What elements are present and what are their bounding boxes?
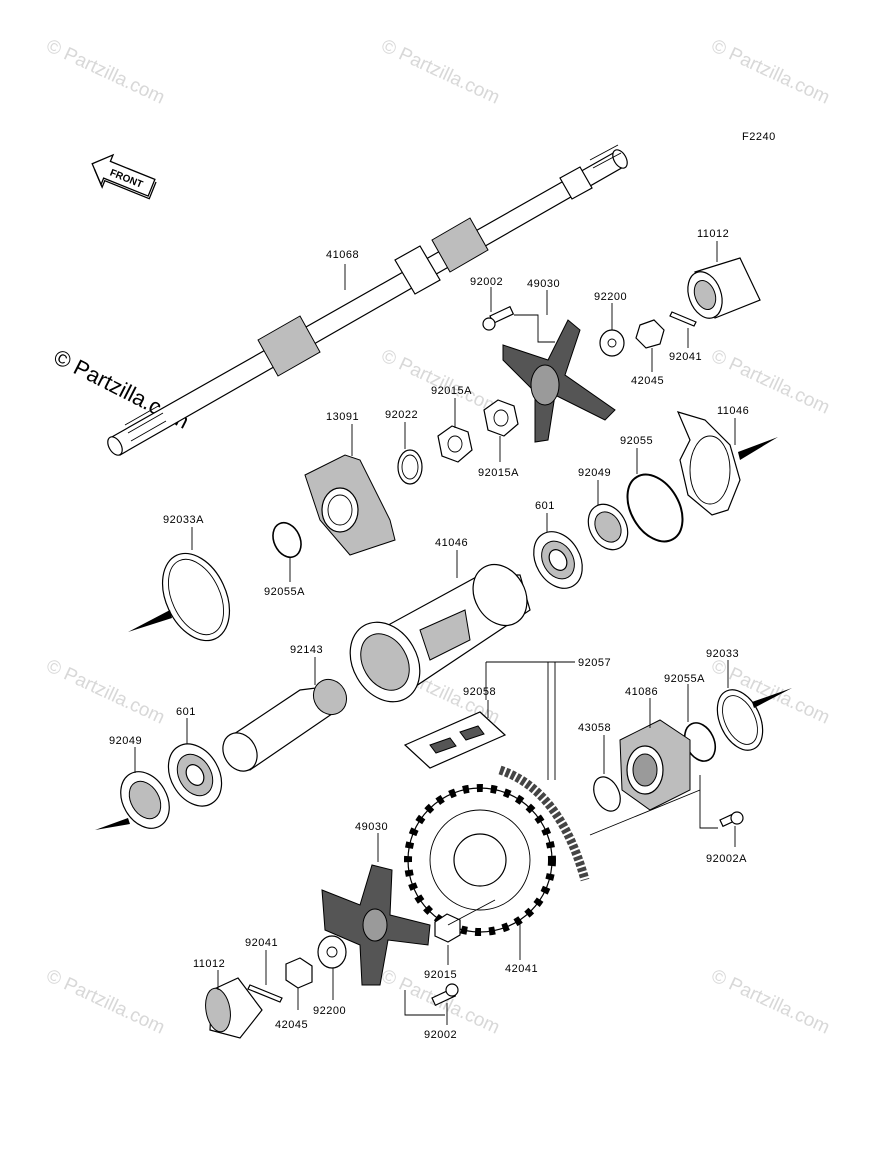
nut-92015: [434, 913, 461, 943]
axle-housing-41046: [349, 563, 531, 703]
part-label-92200-bottom: 92200: [313, 1005, 346, 1017]
part-label-92015A-b: 92015A: [478, 467, 519, 479]
part-label-92058: 92058: [463, 686, 496, 698]
part-label-92143: 92143: [290, 644, 323, 656]
watermark: © Partzilla.com: [378, 345, 503, 418]
part-label-92015: 92015: [424, 969, 457, 981]
washer-bottom: [317, 935, 347, 969]
part-label-92200-top: 92200: [594, 291, 627, 303]
watermark: © Partzilla.com: [43, 655, 168, 728]
sprocket-hub-bottom: [321, 864, 431, 986]
bolt-92002A: [719, 811, 744, 828]
part-label-41046: 41046: [435, 537, 468, 549]
part-label-92049-bottom: 92049: [109, 735, 142, 747]
part-label-92055A-right: 92055A: [664, 673, 705, 685]
part-label-42045-bottom: 42045: [275, 1019, 308, 1031]
part-label-92015A-a: 92015A: [431, 385, 472, 397]
part-label-11046: 11046: [717, 405, 749, 417]
sprocket-hub-top: [502, 319, 616, 443]
part-label-92055A-left: 92055A: [264, 586, 305, 598]
circlip-92033: [716, 688, 792, 751]
bearing-top: [533, 531, 583, 589]
cotter-pin-top: [669, 311, 697, 327]
o-ring-92055A-left: [272, 521, 302, 559]
watermark: © Partzilla.com: [708, 35, 833, 108]
oil-seal-bottom: [95, 771, 170, 830]
part-label-49030-bottom: 49030: [355, 821, 388, 833]
part-label-92002-top: 92002: [470, 276, 503, 288]
cotter-pin-bottom: [247, 984, 283, 1003]
part-label-49030-top: 49030: [527, 278, 560, 290]
part-label-601-bottom: 601: [176, 706, 196, 718]
oil-seal-top: [587, 503, 629, 551]
part-label-42041: 42041: [505, 963, 538, 975]
part-label-92057: 92057: [578, 657, 611, 669]
bolt-bottom: [431, 983, 459, 1007]
part-label-92033: 92033: [706, 648, 739, 660]
sprocket-hub-41086: [619, 719, 691, 811]
part-label-42045-top: 42045: [631, 375, 664, 387]
figure-code: F2240: [742, 131, 776, 143]
o-ring-92055: [626, 473, 684, 543]
drive-chain: [498, 765, 590, 882]
part-label-92041-top: 92041: [669, 351, 702, 363]
part-label-92022: 92022: [385, 409, 418, 421]
watermark: © Partzilla.com: [43, 35, 168, 108]
part-label-13091: 13091: [326, 411, 359, 423]
part-label-92049-top: 92049: [578, 467, 611, 479]
watermark: © Partzilla.com: [378, 35, 503, 108]
washer-top: [599, 329, 625, 357]
circlip-92033A: [128, 552, 231, 642]
sprocket-42041: [404, 784, 556, 936]
part-label-11012-top: 11012: [697, 228, 729, 240]
guard-11046: [676, 411, 778, 516]
castle-nut-bottom: [285, 957, 313, 989]
lock-nut-a: [437, 425, 473, 463]
part-label-92002A: 92002A: [706, 853, 747, 865]
collar-92143: [222, 678, 348, 772]
castle-nut-top: [635, 319, 665, 349]
axle-shaft: [107, 144, 628, 456]
part-label-92055: 92055: [620, 435, 653, 447]
hub-cap-bottom: [205, 977, 263, 1039]
ring-43058: [593, 776, 621, 812]
flange-13091: [304, 454, 396, 556]
chain-joint-92058: [403, 711, 507, 769]
hub-cap-top: [687, 257, 761, 319]
part-label-92041-bottom: 92041: [245, 937, 278, 949]
part-label-41086: 41086: [625, 686, 658, 698]
front-arrow-icon: FRONT: [91, 153, 157, 200]
watermark: © Partzilla.com: [43, 965, 168, 1038]
part-label-92002-bottom: 92002: [424, 1029, 457, 1041]
part-label-601-top: 601: [535, 500, 555, 512]
part-label-92033A: 92033A: [163, 514, 204, 526]
bearing-bottom: [167, 743, 223, 807]
part-label-43058: 43058: [578, 722, 611, 734]
part-label-11012-bottom: 11012: [193, 958, 225, 970]
watermark: © Partzilla.com: [708, 965, 833, 1038]
part-label-41068: 41068: [326, 249, 359, 261]
lock-nut-b: [483, 399, 519, 437]
bolt-top: [482, 305, 515, 331]
